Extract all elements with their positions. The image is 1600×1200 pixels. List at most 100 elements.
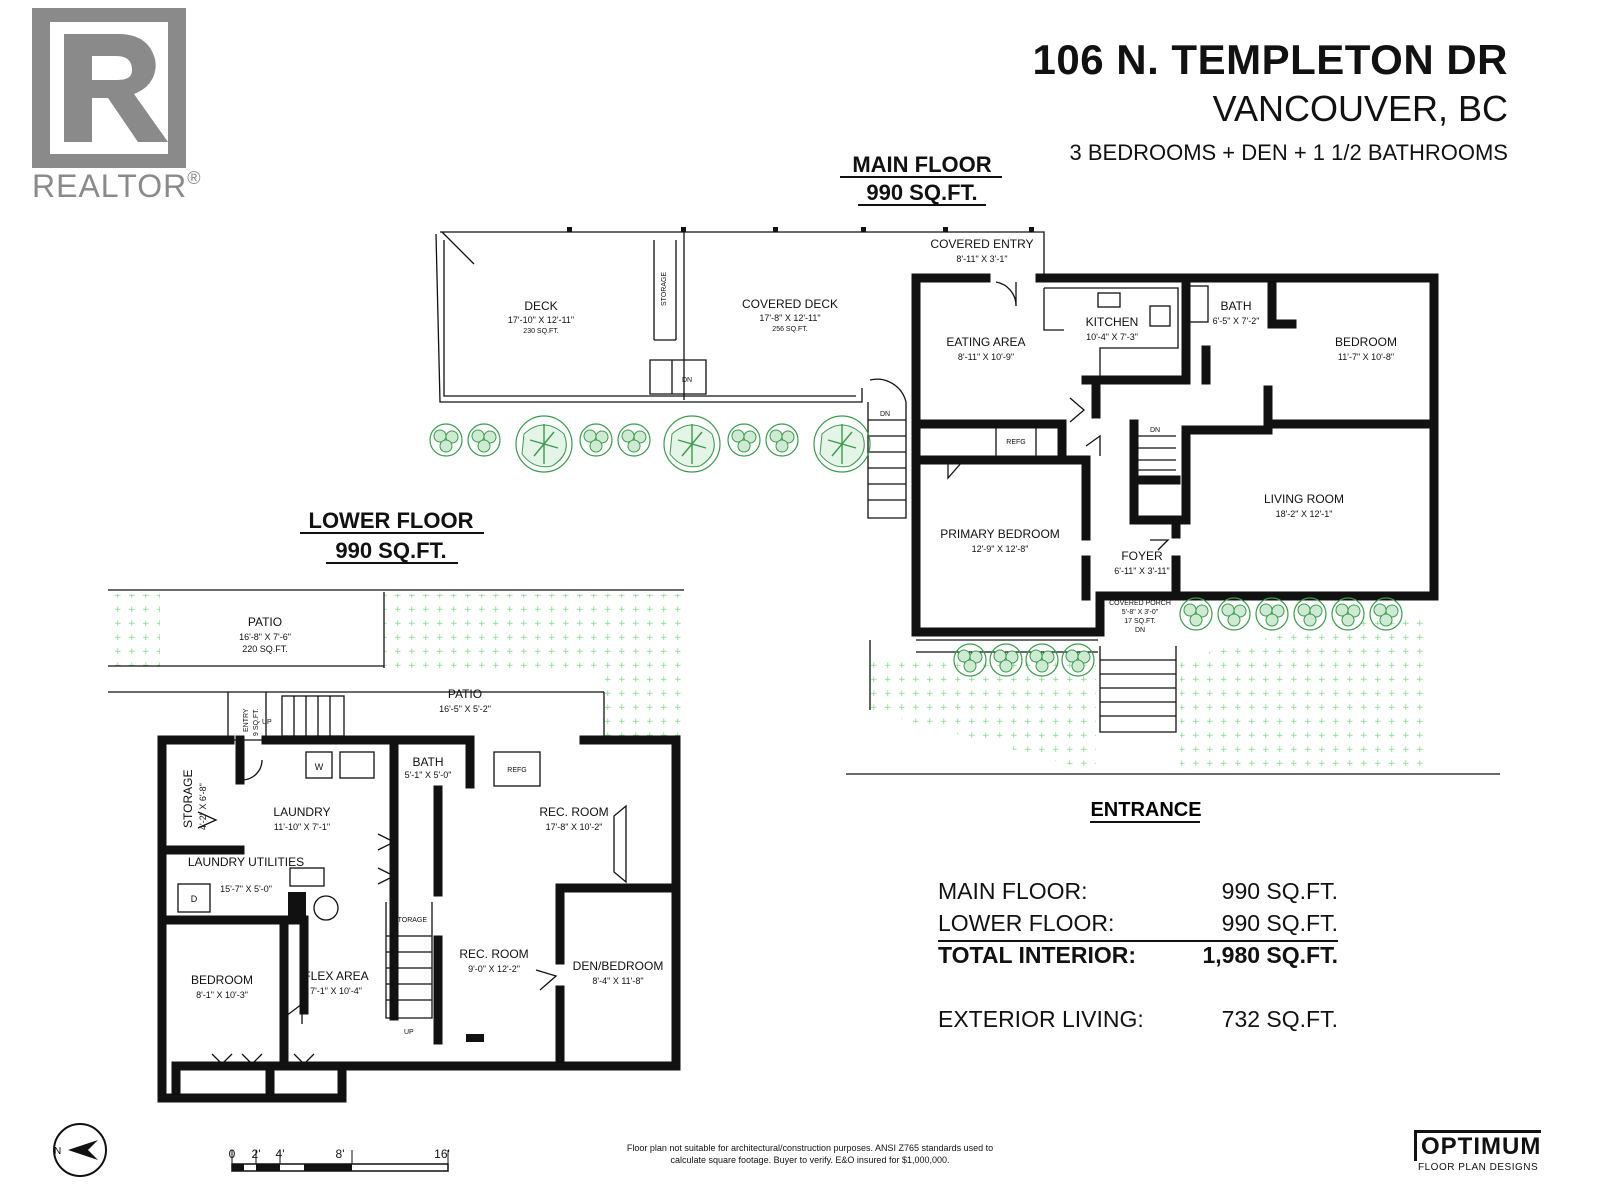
laundry-name: LAUNDRY bbox=[273, 805, 330, 819]
summary-label: TOTAL INTERIOR: bbox=[938, 942, 1137, 968]
covered-entry-name: COVERED ENTRY bbox=[930, 237, 1033, 251]
primary-bedroom-dims: 12'-9" X 12'-8" bbox=[972, 544, 1029, 554]
rec-room-lower-dims: 9'-0" X 12'-2" bbox=[468, 964, 520, 974]
lower-storage-name: STORAGE bbox=[181, 770, 195, 828]
summary-row-lower: LOWER FLOOR: 990 SQ.FT. bbox=[938, 910, 1338, 942]
main-bath-dims: 6'-5" X 7'-2" bbox=[1213, 316, 1260, 326]
entry-area: 9 SQ.FT. bbox=[253, 708, 260, 736]
lower-storage-dims: 4'-2" X 6'-8" bbox=[198, 783, 208, 830]
realtor-brand-text: REALTOR bbox=[32, 168, 188, 204]
lower-floor-area: 990 SQ.FT. bbox=[335, 538, 446, 563]
entry-name: ENTRY bbox=[243, 708, 250, 732]
main-floor-title: MAIN FLOOR bbox=[852, 152, 991, 177]
realtor-wordmark: REALTOR® bbox=[32, 168, 201, 205]
main-interior-stairs-dn: DN bbox=[1150, 427, 1160, 434]
scale-tick-16: 16' bbox=[434, 1147, 450, 1161]
optimum-logo: OPTIMUM FLOOR PLAN DESIGNS bbox=[1410, 1130, 1560, 1180]
entry-up: UP bbox=[262, 719, 272, 726]
lower-bath-dims: 5'-1" X 5'-0" bbox=[405, 770, 452, 780]
compass-n: N bbox=[54, 1146, 61, 1157]
flex-area-name: FLEX AREA bbox=[303, 969, 368, 983]
covered-entry-dims: 8'-11" X 3'-1" bbox=[956, 254, 1007, 264]
den-bedroom-name: DEN/BEDROOM bbox=[573, 959, 664, 973]
address-line1: 106 N. TEMPLETON DR bbox=[1032, 36, 1508, 83]
scale-tick-0: 0 bbox=[229, 1147, 236, 1161]
main-stairs-dn: DN bbox=[880, 411, 890, 418]
summary-label: EXTERIOR LIVING: bbox=[938, 1006, 1144, 1032]
entrance-label: ENTRANCE bbox=[1090, 799, 1201, 821]
living-room-name: LIVING ROOM bbox=[1264, 492, 1344, 506]
lower-stairs-up: UP bbox=[404, 1029, 414, 1036]
lower-bath-name: BATH bbox=[412, 755, 443, 769]
landscaping-main bbox=[429, 415, 1500, 775]
summary-row-main: MAIN FLOOR: 990 SQ.FT. bbox=[938, 878, 1338, 908]
optimum-name: OPTIMUM bbox=[1414, 1130, 1542, 1161]
main-floor-area: 990 SQ.FT. bbox=[866, 180, 977, 205]
main-floor-walls bbox=[911, 273, 1439, 637]
scale-tick-4: 4' bbox=[276, 1147, 285, 1161]
covered-deck-name: COVERED DECK bbox=[742, 297, 838, 311]
lower-landscaping bbox=[108, 589, 684, 738]
flex-area-dims: 7'-1" X 10'-4" bbox=[310, 986, 362, 996]
lower-interior-stairs: UP STORAGE bbox=[385, 902, 433, 1036]
disclaimer: Floor plan not suitable for architectura… bbox=[590, 1142, 1030, 1166]
lower-refg-label: REFG bbox=[507, 767, 526, 774]
summary-value: 1,980 SQ.FT. bbox=[1202, 942, 1338, 968]
main-bath-name: BATH bbox=[1220, 299, 1251, 313]
stair-storage-label: STORAGE bbox=[393, 917, 427, 924]
rec-room-upper-dims: 17'-8" X 10'-2" bbox=[546, 822, 603, 832]
living-room-dims: 18'-2" X 12'-1" bbox=[1276, 509, 1333, 519]
disclaimer-line1: Floor plan not suitable for architectura… bbox=[626, 1143, 994, 1153]
covered-porch-name: COVERED PORCH bbox=[1109, 600, 1171, 607]
lower-bedroom-name: BEDROOM bbox=[191, 973, 253, 987]
realtor-logo: REALTOR® bbox=[32, 8, 200, 208]
summary-row-exterior: EXTERIOR LIVING: 732 SQ.FT. bbox=[938, 1006, 1338, 1036]
covered-porch-dims: 5'-8" X 3'-0" bbox=[1122, 609, 1159, 616]
eating-area-name: EATING AREA bbox=[946, 335, 1025, 349]
covered-deck-area: 256 SQ.FT. bbox=[772, 326, 807, 333]
address-line2: VANCOUVER, BC bbox=[1212, 88, 1508, 129]
covered-deck-dims: 17'-8" X 12'-11" bbox=[759, 313, 820, 323]
primary-bedroom-name: PRIMARY BEDROOM bbox=[940, 527, 1060, 541]
kitchen-dims: 10'-4" X 7'-3" bbox=[1086, 332, 1138, 342]
main-stairs: DN DN bbox=[867, 378, 1176, 519]
dryer-label: D bbox=[191, 894, 198, 904]
deck-name: DECK bbox=[524, 299, 557, 313]
rec-room-lower-name: REC. ROOM bbox=[459, 947, 528, 961]
summary-value: 732 SQ.FT. bbox=[1221, 1006, 1338, 1032]
lower-floor-title: LOWER FLOOR bbox=[309, 508, 474, 533]
optimum-tagline: FLOOR PLAN DESIGNS bbox=[1418, 1162, 1539, 1173]
deck-outline bbox=[435, 227, 1045, 403]
registered-mark: ® bbox=[187, 168, 202, 188]
summary-label: MAIN FLOOR: bbox=[938, 878, 1088, 904]
summary-label: LOWER FLOOR: bbox=[938, 910, 1115, 936]
laundry-utilities-dims: 15'-7" X 5'-0" bbox=[220, 884, 272, 894]
covered-porch-area: 17 SQ.FT. bbox=[1124, 618, 1156, 625]
washer-label: W bbox=[315, 762, 324, 772]
foyer-dims: 6'-11" X 3'-11" bbox=[1114, 566, 1170, 576]
laundry-utilities-name: LAUNDRY UTILITIES bbox=[188, 855, 304, 869]
summary-value: 990 SQ.FT. bbox=[1221, 910, 1338, 936]
disclaimer-line2: calculate square footage. Buyer to verif… bbox=[670, 1155, 950, 1165]
deck-stairs-dn: DN bbox=[682, 377, 692, 384]
realtor-r-mark-icon bbox=[32, 8, 186, 168]
rec-room-upper-name: REC. ROOM bbox=[539, 805, 608, 819]
den-bedroom-dims: 8'-4" X 11'-8" bbox=[592, 976, 643, 986]
property-summary: 3 BEDROOMS + DEN + 1 1/2 BATHROOMS bbox=[1069, 140, 1509, 165]
porch-stairs bbox=[1099, 646, 1177, 733]
scale-tick-8: 8' bbox=[336, 1147, 345, 1161]
eating-area-dims: 8'-11" X 10'-9" bbox=[958, 352, 1014, 362]
scale-tick-2: 2' bbox=[252, 1147, 261, 1161]
exterior-stairs-lower bbox=[281, 695, 345, 737]
summary-value: 990 SQ.FT. bbox=[1221, 878, 1338, 904]
laundry-dims: 11'-10" X 7'-1" bbox=[274, 822, 330, 832]
foyer-name: FOYER bbox=[1121, 549, 1163, 563]
kitchen-name: KITCHEN bbox=[1086, 315, 1139, 329]
main-refg-label: REFG bbox=[1006, 439, 1025, 446]
deck-dims: 17'-10" X 12'-11" bbox=[508, 315, 574, 325]
deck-storage-label: STORAGE bbox=[661, 272, 668, 306]
patio-upper-name: PATIO bbox=[248, 615, 282, 629]
patio-lower-name: PATIO bbox=[448, 687, 482, 701]
lower-floor-walls bbox=[157, 735, 681, 1103]
